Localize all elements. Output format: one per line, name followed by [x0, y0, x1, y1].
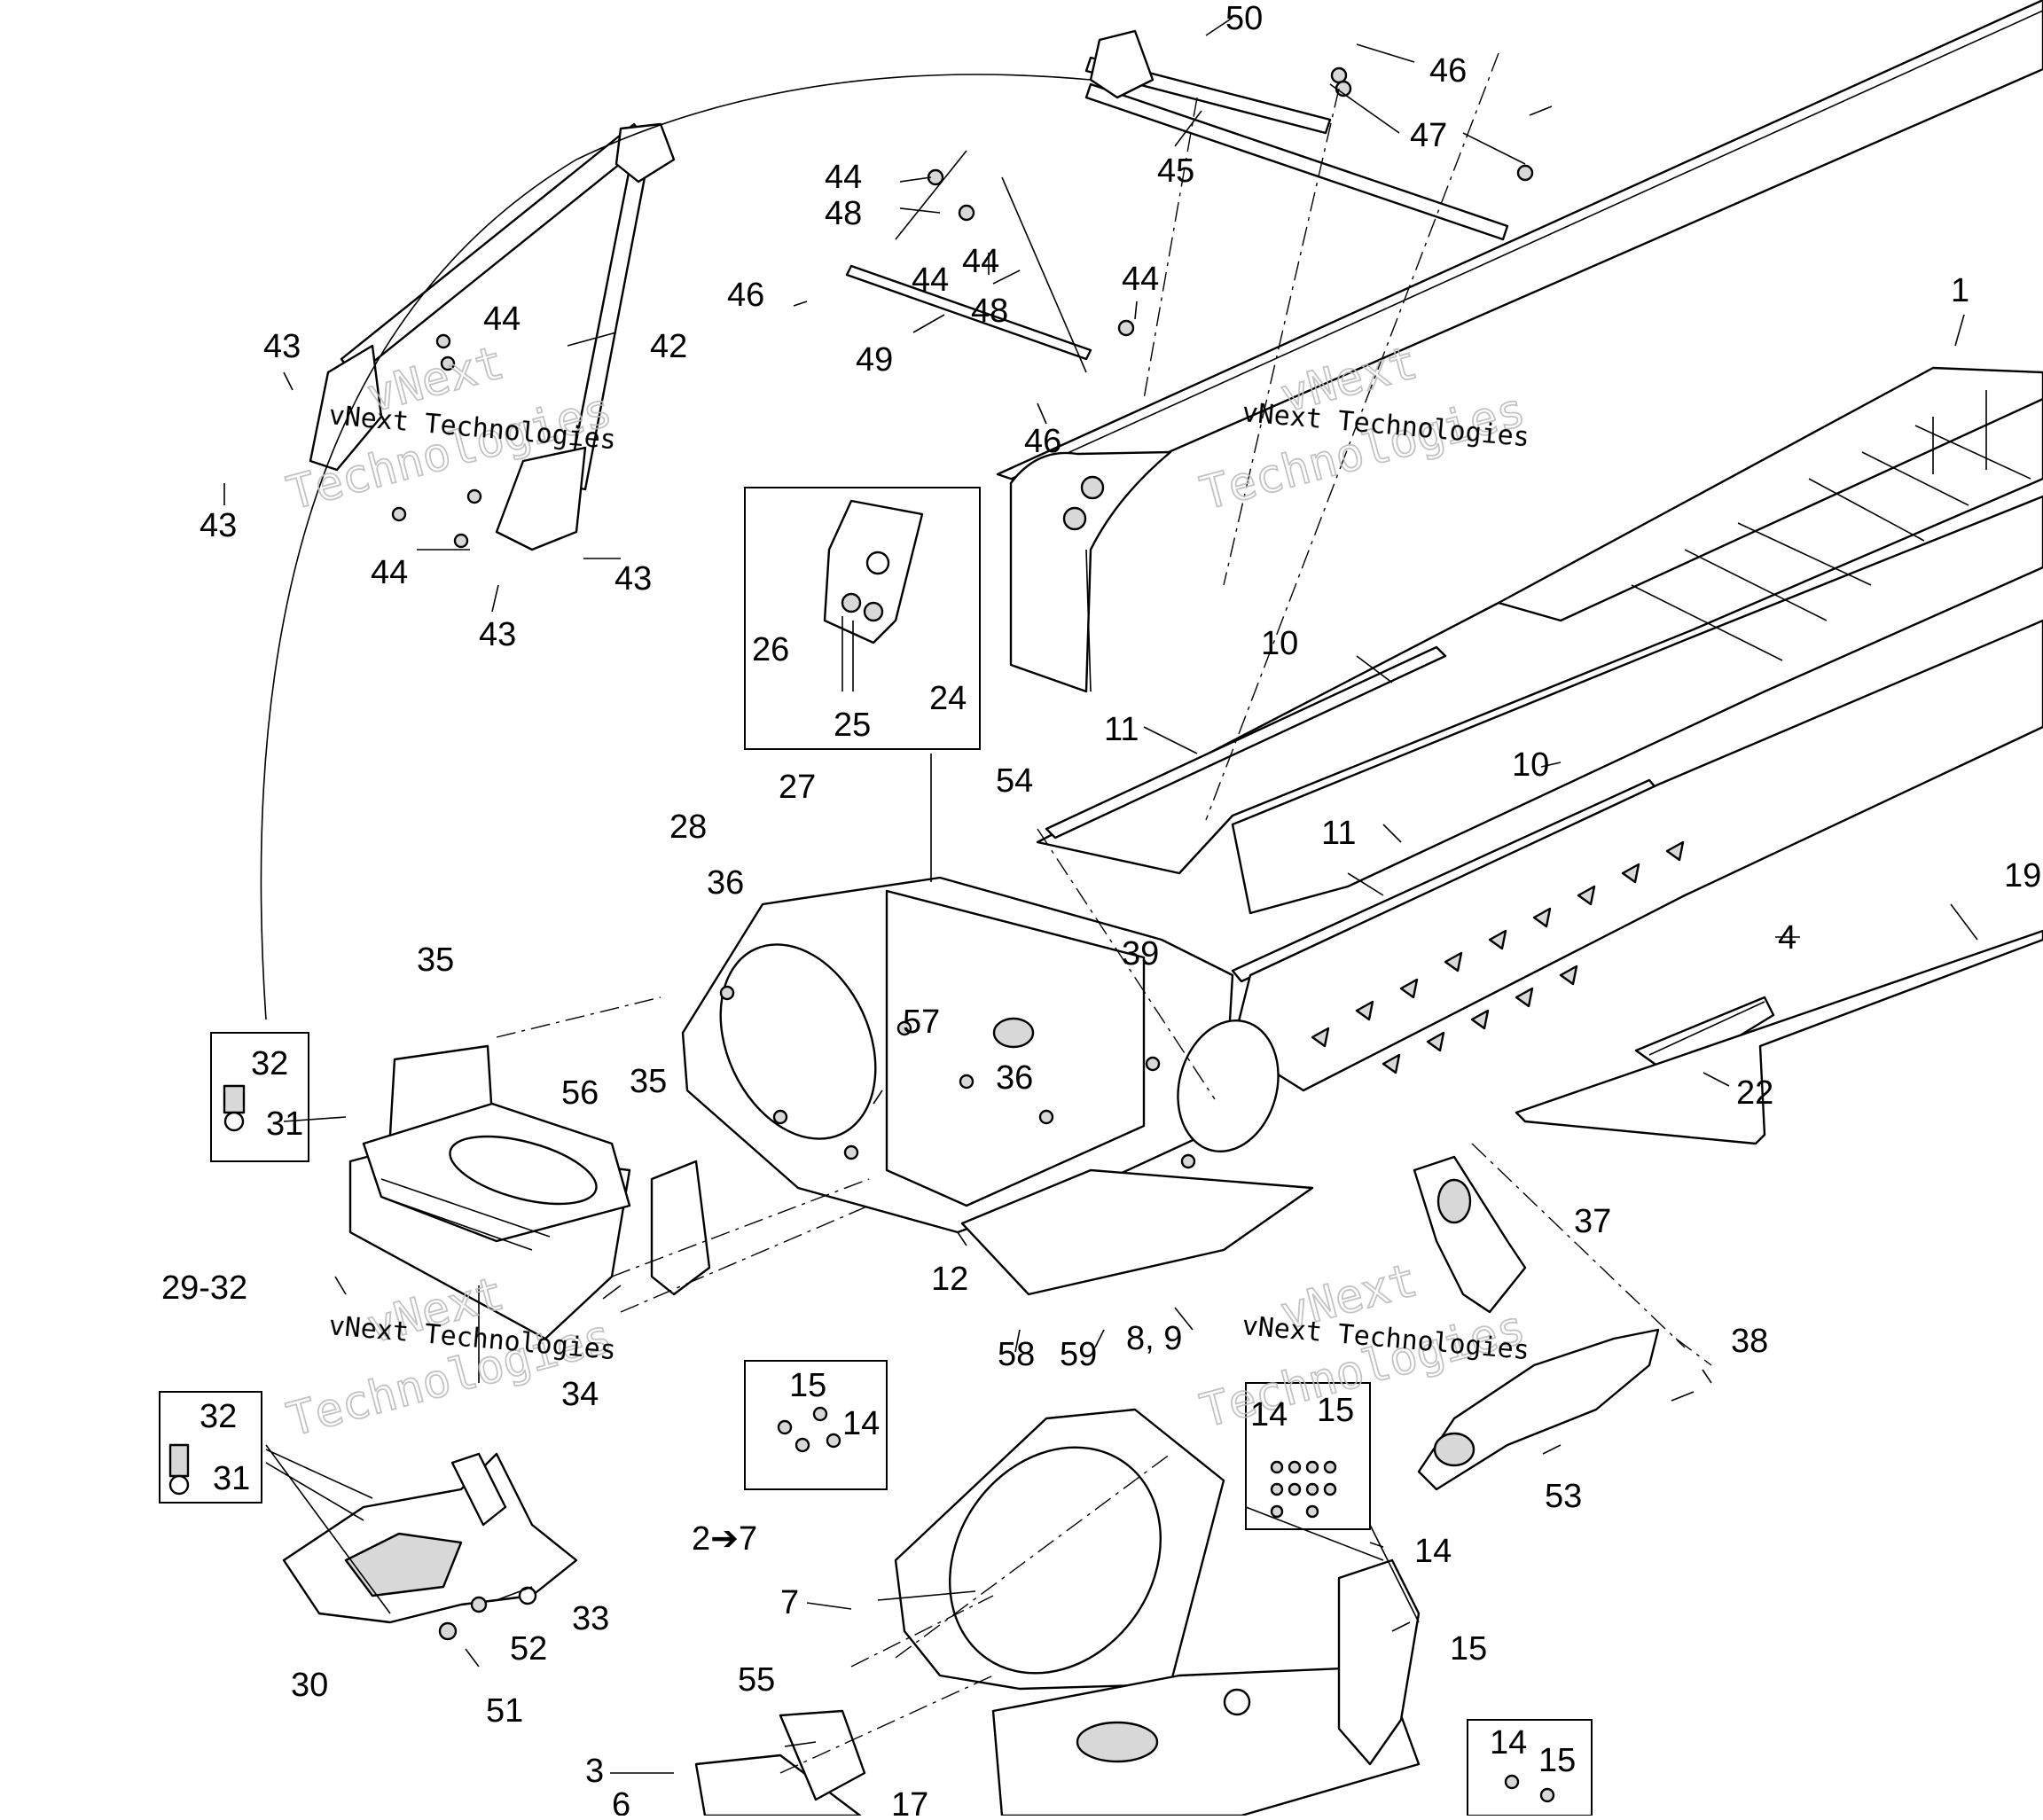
callout-43-left: 43: [200, 507, 237, 544]
callout-15-right: 15: [1317, 1392, 1354, 1429]
callout-58: 58: [998, 1336, 1035, 1373]
callout-22: 22: [1736, 1074, 1773, 1112]
callout-24: 24: [929, 680, 967, 717]
callout-14-center: 14: [842, 1405, 880, 1442]
callout-4: 4: [1778, 919, 1796, 957]
callout-33: 33: [572, 1600, 609, 1637]
callout-29-32: 29-32: [161, 1269, 247, 1307]
callout-2-to-7: 2➔7: [692, 1520, 757, 1558]
callout-15-center: 15: [789, 1367, 826, 1404]
callout-52: 52: [510, 1630, 547, 1668]
callout-25: 25: [834, 707, 871, 744]
callout-32-upper: 32: [251, 1045, 288, 1082]
steering-support-assembly: [309, 122, 676, 551]
callout-37: 37: [1574, 1203, 1611, 1240]
callout-30: 30: [291, 1667, 328, 1704]
callout-11-lower: 11: [1321, 815, 1356, 852]
callout-48-right: 48: [971, 293, 1008, 330]
callout-45: 45: [1157, 152, 1194, 190]
callout-labels: 1 3 4 6 7 2➔7 8, 9 10 10 11 11 12 14 14 …: [161, 0, 2041, 1820]
alignment-lines: [260, 52, 1712, 1774]
detail-box-14-15-center: [744, 1360, 888, 1490]
callout-14-right: 14: [1250, 1396, 1288, 1433]
front-bulkhead-assembly: [894, 1408, 1421, 1817]
detail-box-14-15-right: [1245, 1382, 1371, 1530]
callout-46-bottom: 46: [1024, 423, 1061, 460]
callout-44-bracket: 44: [483, 301, 521, 338]
callout-46-left: 46: [727, 277, 764, 314]
callout-28: 28: [669, 808, 707, 846]
callout-1: 1: [1951, 272, 1969, 309]
detail-box-31-32-upper: [210, 1032, 309, 1162]
callout-leaders: [223, 17, 1978, 1774]
callout-51: 51: [486, 1692, 523, 1730]
callout-44-rod-top: 44: [825, 159, 862, 196]
lower-front-plate: [694, 1709, 866, 1817]
callout-43-bottom: 43: [479, 616, 516, 653]
callout-32-lower: 32: [200, 1398, 237, 1435]
tunnel-assembly: [681, 0, 2043, 1296]
callout-35-lower: 35: [630, 1063, 667, 1100]
callout-26: 26: [752, 631, 789, 668]
callout-12: 12: [931, 1261, 968, 1298]
callout-50: 50: [1225, 0, 1263, 37]
callout-53: 53: [1545, 1478, 1582, 1515]
callout-15-bottom: 15: [1538, 1742, 1576, 1779]
callout-54: 54: [996, 762, 1033, 800]
callout-8-9: 8, 9: [1126, 1320, 1182, 1357]
callout-35-upper: 35: [417, 941, 454, 979]
callout-17: 17: [891, 1786, 928, 1816]
callout-10-lower: 10: [1512, 746, 1549, 784]
callout-31-upper: 31: [266, 1105, 303, 1143]
callout-36-upper: 36: [707, 864, 744, 902]
callout-48-left: 48: [825, 195, 862, 232]
callout-43-top: 43: [263, 328, 301, 365]
callout-3: 3: [585, 1753, 604, 1790]
callout-57: 57: [903, 1004, 940, 1041]
callout-7: 7: [780, 1584, 799, 1621]
callout-46-top: 46: [1429, 52, 1467, 90]
callout-47: 47: [1410, 117, 1447, 154]
callout-39: 39: [1122, 935, 1159, 972]
rear-suspension-brackets: [1413, 1155, 1660, 1491]
callout-55: 55: [738, 1661, 775, 1699]
callout-27: 27: [779, 769, 816, 806]
detail-box-24-26: [744, 487, 981, 750]
callout-49: 49: [856, 341, 893, 379]
callout-14-bottom: 14: [1490, 1724, 1527, 1761]
detail-box-14-15-bottom: [1467, 1719, 1593, 1816]
callout-34: 34: [561, 1376, 599, 1413]
callout-44-rod-mid: 44: [912, 262, 949, 299]
running-board-rod: [1515, 929, 2043, 1145]
callout-44-rod-right: 44: [962, 243, 999, 280]
callout-14-bracket: 14: [1414, 1533, 1452, 1570]
callout-38: 38: [1731, 1323, 1768, 1360]
callout-43-right: 43: [614, 560, 652, 598]
callout-10-upper: 10: [1261, 625, 1298, 662]
callout-42: 42: [650, 328, 687, 365]
callout-59: 59: [1060, 1336, 1097, 1373]
callout-6: 6: [612, 1786, 630, 1816]
callout-31-lower: 31: [213, 1460, 250, 1497]
callout-15-bracket: 15: [1450, 1630, 1487, 1668]
callout-56: 56: [561, 1074, 599, 1112]
callout-11-upper: 11: [1104, 711, 1139, 748]
callout-44-rod-far: 44: [1122, 261, 1159, 298]
detail-box-31-32-lower: [159, 1391, 262, 1504]
callout-19: 19: [2004, 857, 2041, 894]
lower-left-bracket: [282, 1452, 578, 1641]
callout-44-lower: 44: [371, 554, 408, 591]
callout-36-lower: 36: [996, 1059, 1033, 1097]
